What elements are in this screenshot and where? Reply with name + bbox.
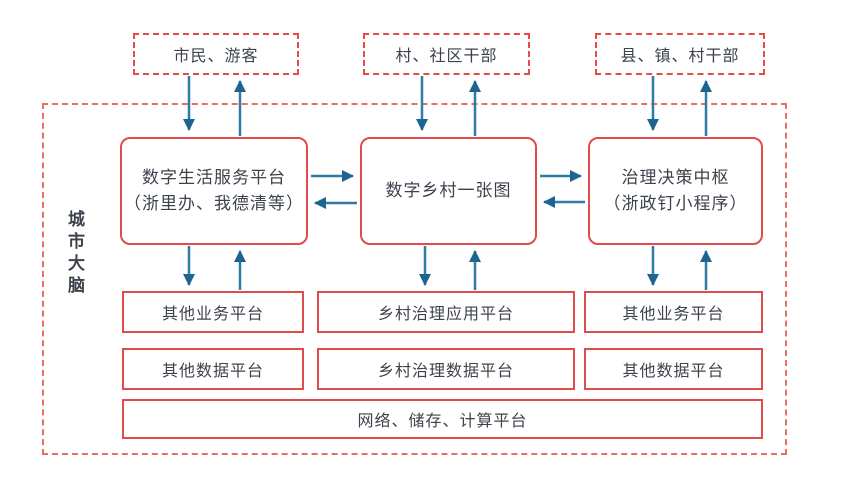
platform-one-map-line1: 数字乡村一张图 bbox=[385, 180, 512, 200]
data-platform-left-box: 其他数据平台 bbox=[122, 348, 304, 390]
data-platform-middle-label: 乡村治理数据平台 bbox=[377, 363, 514, 380]
city-brain-label: 城市大脑 bbox=[65, 210, 84, 298]
data-platform-right-label: 其他数据平台 bbox=[622, 363, 725, 380]
business-platform-right-box: 其他业务平台 bbox=[584, 291, 763, 333]
infrastructure-platform-box: 网络、储存、计算平台 bbox=[122, 399, 763, 439]
business-platform-middle-label: 乡村治理应用平台 bbox=[377, 306, 514, 323]
platform-governance-hub-box: 治理决策中枢 （浙政钉小程序） bbox=[588, 137, 763, 245]
platform-governance-hub-line1: 治理决策中枢 bbox=[621, 167, 730, 187]
platform-digital-life-service-box: 数字生活服务平台 （浙里办、我德清等） bbox=[120, 137, 308, 245]
actor-citizens-box: 市民、游客 bbox=[133, 33, 299, 75]
actor-county-cadres-box: 县、镇、村干部 bbox=[595, 33, 765, 75]
platform-digital-life-service-line2: （浙里办、我德清等） bbox=[124, 194, 304, 213]
business-platform-left-label: 其他业务平台 bbox=[161, 306, 264, 323]
business-platform-middle-box: 乡村治理应用平台 bbox=[317, 291, 575, 333]
actor-village-cadres-label: 村、社区干部 bbox=[395, 48, 498, 65]
actor-village-cadres-box: 村、社区干部 bbox=[363, 33, 530, 75]
data-platform-middle-box: 乡村治理数据平台 bbox=[317, 348, 575, 390]
platform-one-map-box: 数字乡村一张图 bbox=[360, 137, 537, 245]
data-platform-left-label: 其他数据平台 bbox=[161, 363, 264, 380]
business-platform-right-label: 其他业务平台 bbox=[622, 306, 725, 323]
platform-governance-hub-line2: （浙政钉小程序） bbox=[603, 194, 748, 213]
business-platform-left-box: 其他业务平台 bbox=[122, 291, 304, 333]
infrastructure-platform-label: 网络、储存、计算平台 bbox=[357, 413, 528, 430]
city-brain-container bbox=[42, 103, 787, 455]
platform-digital-life-service-line1: 数字生活服务平台 bbox=[142, 167, 286, 187]
actor-county-cadres-label: 县、镇、村干部 bbox=[620, 48, 740, 65]
data-platform-right-box: 其他数据平台 bbox=[584, 348, 763, 390]
actor-citizens-label: 市民、游客 bbox=[173, 48, 259, 65]
